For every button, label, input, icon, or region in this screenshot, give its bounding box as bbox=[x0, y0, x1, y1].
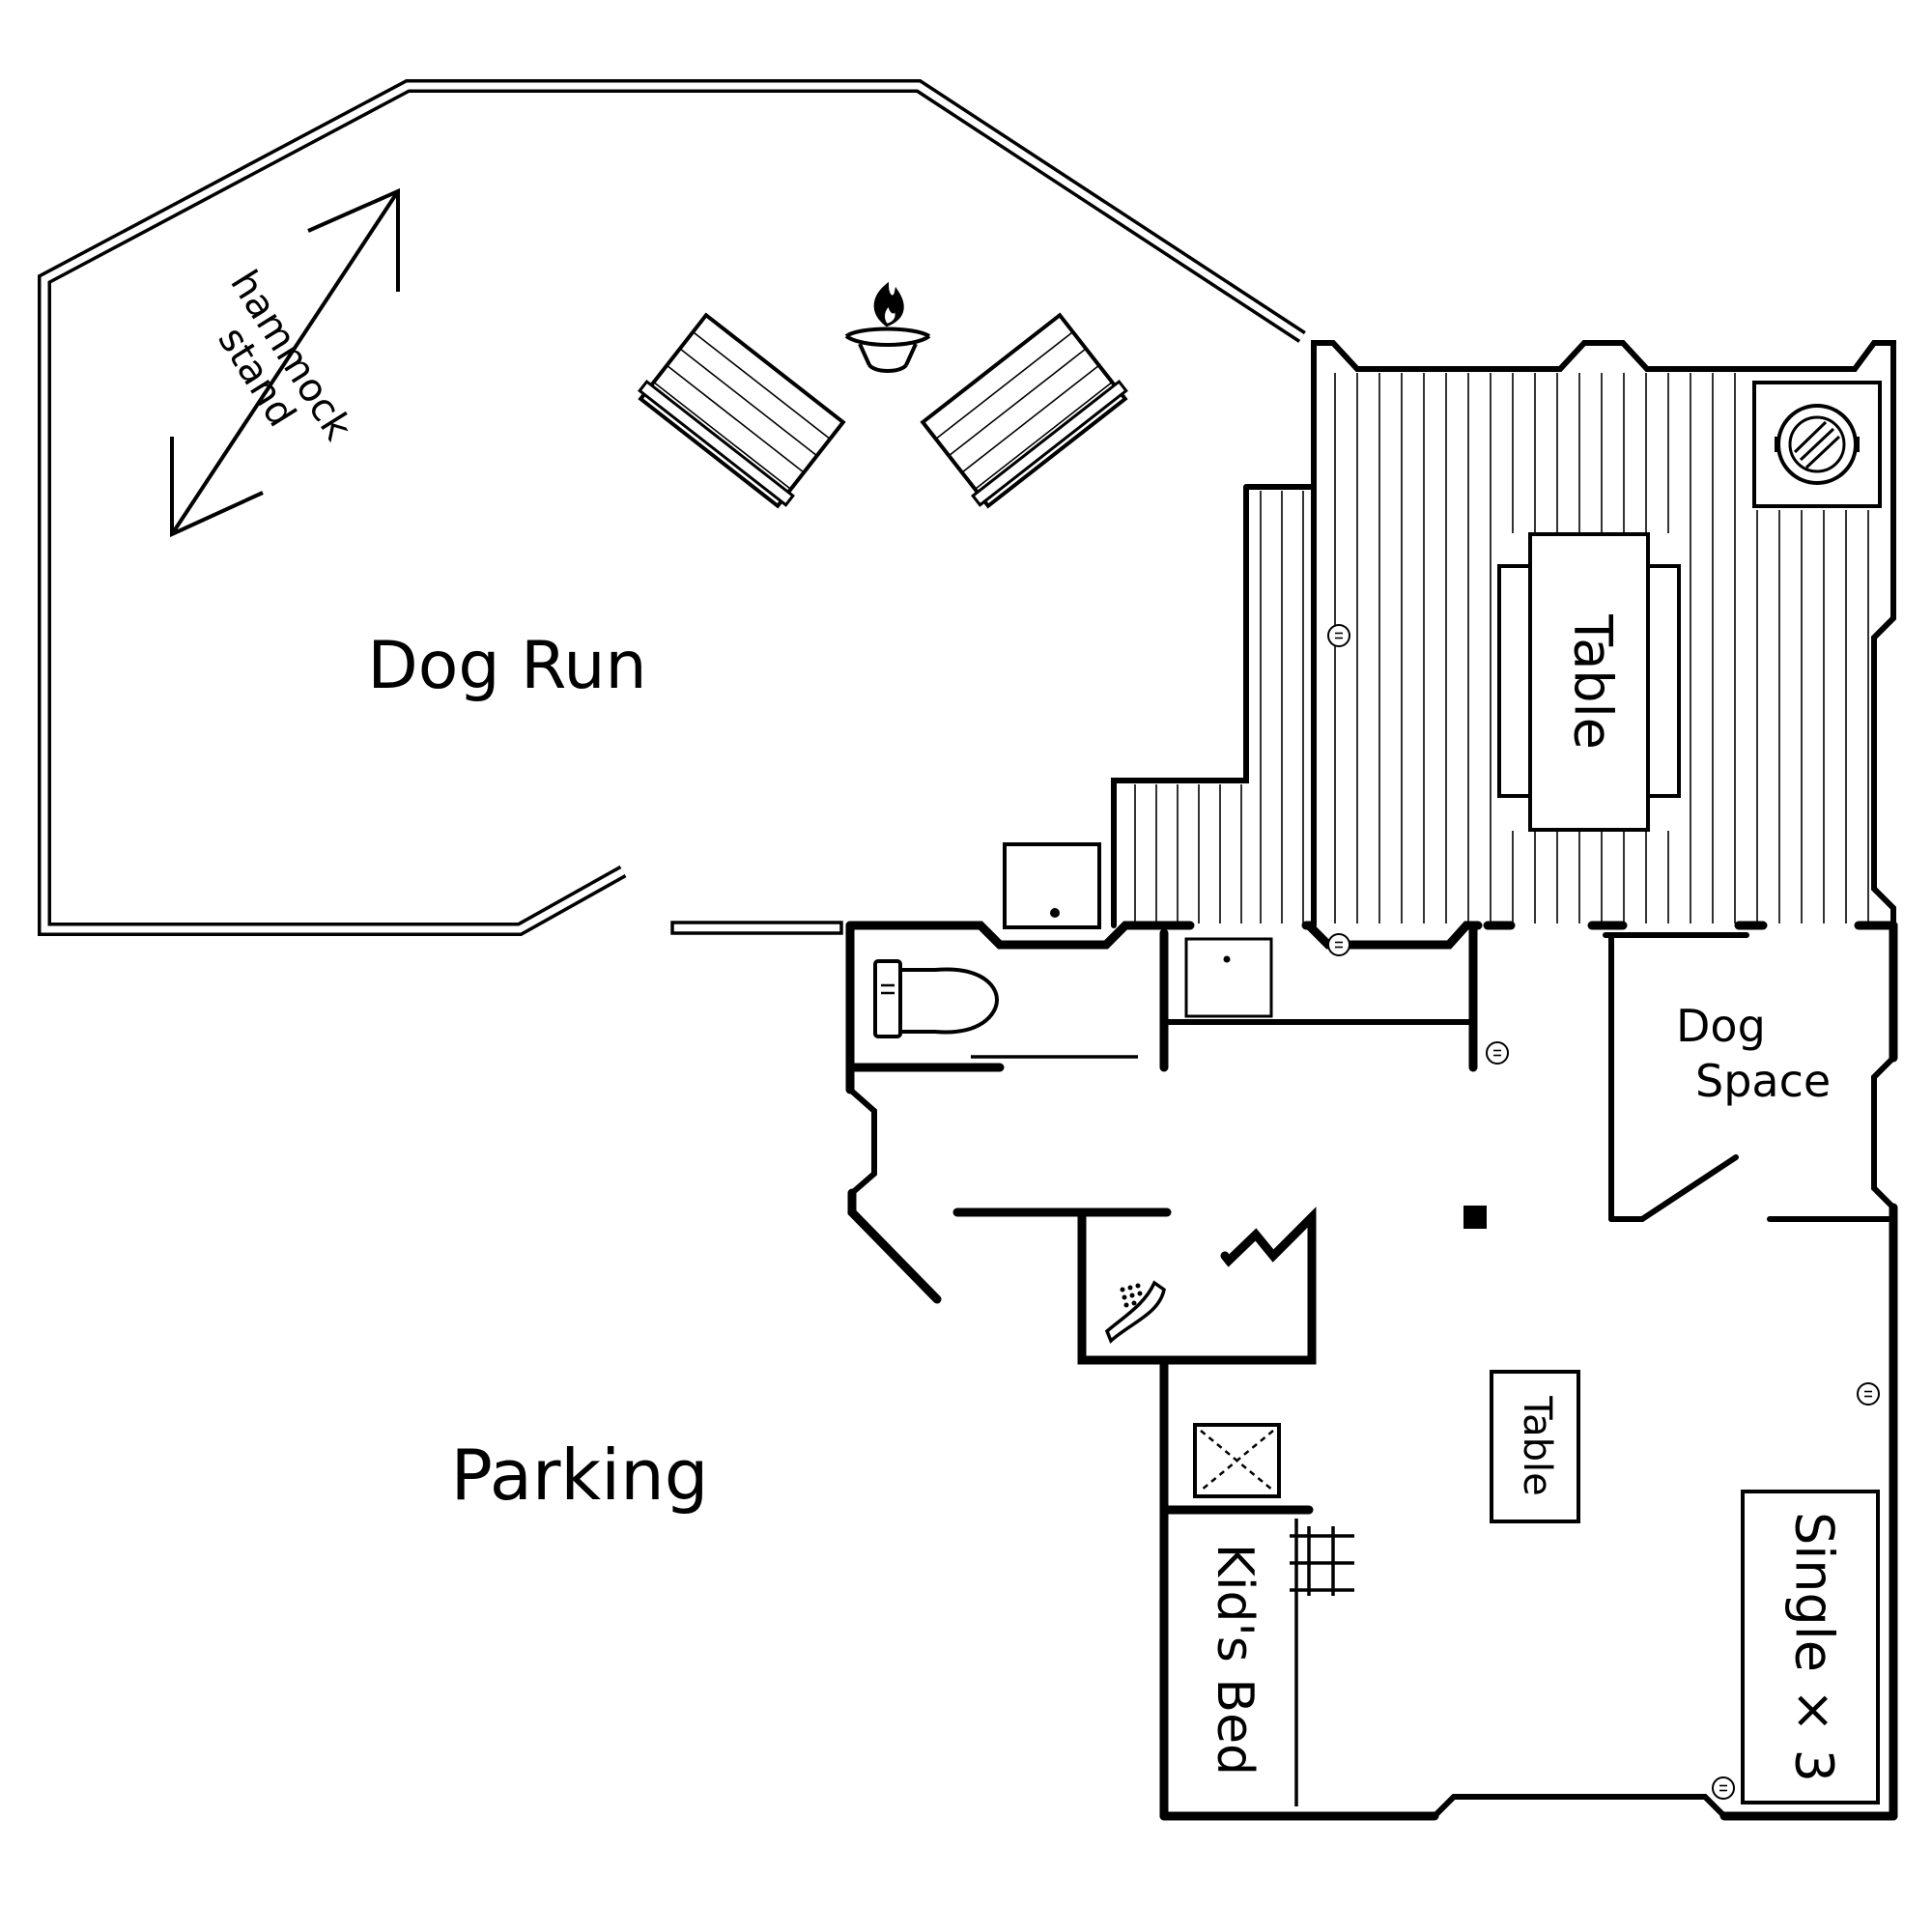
gate-panel bbox=[670, 921, 843, 935]
single-beds: Single × 3 bbox=[1741, 1490, 1880, 1804]
bunk-ladder bbox=[1290, 1526, 1354, 1596]
outlet-icon bbox=[1327, 933, 1350, 956]
post-marker bbox=[1463, 1206, 1487, 1229]
outlets bbox=[1327, 624, 1880, 1800]
cabin-walls bbox=[845, 921, 1898, 1821]
outlet-icon bbox=[1486, 1041, 1509, 1065]
sink-cabinet bbox=[1184, 937, 1273, 1018]
shower-icon bbox=[1104, 1280, 1166, 1344]
parking-label: Parking bbox=[451, 1435, 709, 1516]
outlet-icon bbox=[1857, 1382, 1880, 1406]
hammock-stand-label: hammock stand bbox=[209, 263, 360, 449]
deck-table-label: Table bbox=[1562, 613, 1623, 750]
dog-space-label-line1: Dog bbox=[1676, 1000, 1766, 1052]
lounge-chair-left bbox=[638, 312, 846, 509]
kids-bed-label: Kid's Bed bbox=[1206, 1544, 1264, 1776]
dog-space-label-line2: Space bbox=[1695, 1055, 1831, 1107]
outdoor-cabinet bbox=[1003, 842, 1101, 929]
hammock-stand-arrow bbox=[170, 187, 400, 538]
room-table: Table bbox=[1490, 1370, 1580, 1523]
deck-planks bbox=[1134, 373, 1869, 923]
storage-box bbox=[1193, 1423, 1281, 1498]
dog-run-label: Dog Run bbox=[367, 628, 646, 704]
outlet-icon bbox=[1327, 624, 1350, 647]
grill-icon bbox=[1752, 381, 1882, 508]
dog-run-fence bbox=[38, 79, 1306, 936]
room-table-label: Table bbox=[1515, 1395, 1559, 1495]
campfire-icon bbox=[844, 281, 931, 373]
single-beds-label: Single × 3 bbox=[1783, 1512, 1844, 1782]
deck-table: Table bbox=[1497, 532, 1681, 832]
toilet-icon bbox=[873, 959, 1000, 1038]
outlet-icon bbox=[1712, 1776, 1735, 1800]
deck bbox=[1111, 340, 1896, 928]
lounge-chair-right bbox=[920, 312, 1128, 509]
deck-outline bbox=[1111, 340, 1896, 928]
